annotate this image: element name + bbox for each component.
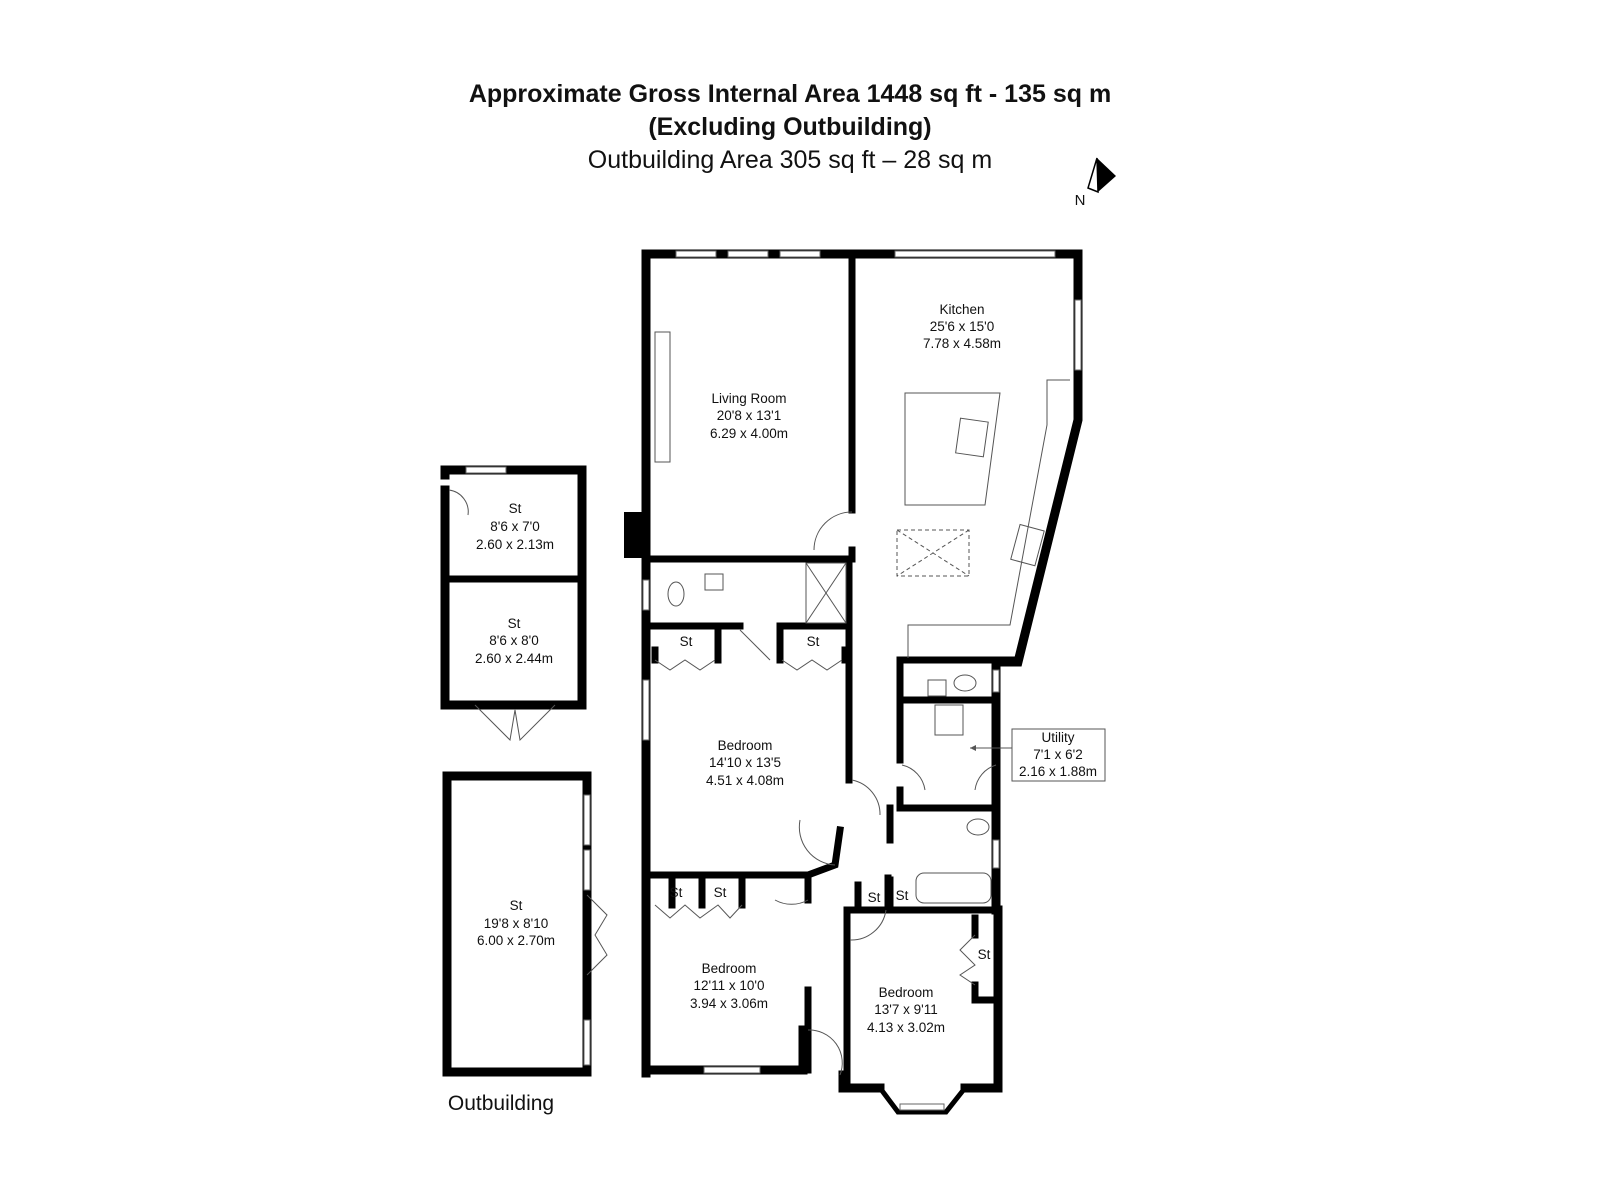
room-bedroom-3: Bedroom 13'7 x 9'11 4.13 x 3.02m bbox=[867, 985, 945, 1035]
room-bedroom-2: Bedroom 12'11 x 10'0 3.94 x 3.06m bbox=[690, 961, 768, 1011]
store-labels: St St St St St St St bbox=[670, 634, 991, 962]
store-label: St bbox=[978, 947, 991, 962]
bedroom2-imperial: 12'11 x 10'0 bbox=[694, 978, 765, 993]
bedroom1-imperial: 14'10 x 13'5 bbox=[709, 755, 781, 770]
store-label: St bbox=[680, 634, 693, 649]
title-gross-area: Approximate Gross Internal Area 1448 sq … bbox=[468, 80, 1112, 108]
out-st3-metric: 6.00 x 2.70m bbox=[477, 933, 555, 948]
bedroom2-name: Bedroom bbox=[702, 961, 757, 976]
room-utility: Utility 7'1 x 6'2 2.16 x 1.88m bbox=[970, 728, 1106, 782]
living-imperial: 20'8 x 13'1 bbox=[717, 408, 781, 423]
north-arrow-icon: N bbox=[1075, 157, 1116, 209]
room-living: Living Room 20'8 x 13'1 6.29 x 4.00m bbox=[710, 391, 788, 441]
utility-name: Utility bbox=[1042, 730, 1075, 745]
outbuilding-store-1: St 8'6 x 7'0 2.60 x 2.13m bbox=[476, 501, 554, 552]
utility-imperial: 7'1 x 6'2 bbox=[1033, 747, 1082, 762]
out-st1-name: St bbox=[509, 501, 522, 516]
bedroom3-imperial: 13'7 x 9'11 bbox=[874, 1002, 937, 1017]
outbuilding-store-2: St 8'6 x 8'0 2.60 x 2.44m bbox=[475, 616, 553, 666]
out-st2-metric: 2.60 x 2.44m bbox=[475, 651, 553, 666]
room-kitchen: Kitchen 25'6 x 15'0 7.78 x 4.58m bbox=[923, 302, 1001, 351]
title-excluding: (Excluding Outbuilding) bbox=[648, 113, 932, 141]
bedroom1-metric: 4.51 x 4.08m bbox=[706, 773, 784, 788]
kitchen-metric: 7.78 x 4.58m bbox=[923, 336, 1001, 351]
out-st1-metric: 2.60 x 2.13m bbox=[476, 537, 554, 552]
store-label: St bbox=[868, 890, 881, 905]
interior-walls bbox=[642, 250, 1022, 1092]
outbuilding-label: Outbuilding bbox=[448, 1092, 554, 1115]
outbuilding-store-3: St 19'8 x 8'10 6.00 x 2.70m bbox=[477, 898, 555, 948]
kitchen-imperial: 25'6 x 15'0 bbox=[930, 319, 994, 334]
out-st3-name: St bbox=[510, 898, 523, 913]
outbuilding-walls bbox=[440, 465, 608, 1077]
out-st2-imperial: 8'6 x 8'0 bbox=[489, 633, 538, 648]
room-bedroom-1: Bedroom 14'10 x 13'5 4.51 x 4.08m bbox=[706, 738, 784, 788]
north-label: N bbox=[1075, 192, 1086, 209]
living-name: Living Room bbox=[711, 391, 786, 406]
bedroom1-name: Bedroom bbox=[718, 738, 773, 753]
bedroom3-name: Bedroom bbox=[879, 985, 934, 1000]
kitchen-name: Kitchen bbox=[939, 302, 984, 317]
store-label: St bbox=[714, 885, 727, 900]
out-st3-imperial: 19'8 x 8'10 bbox=[484, 916, 548, 931]
living-metric: 6.29 x 4.00m bbox=[710, 426, 788, 441]
out-st2-name: St bbox=[508, 616, 521, 631]
fixtures bbox=[654, 331, 1070, 1076]
store-label: St bbox=[807, 634, 820, 649]
bedroom2-metric: 3.94 x 3.06m bbox=[690, 996, 768, 1011]
store-label: St bbox=[896, 888, 909, 903]
bedroom3-metric: 4.13 x 3.02m bbox=[867, 1020, 945, 1035]
store-label: St bbox=[670, 885, 683, 900]
title-outbuilding-area: Outbuilding Area 305 sq ft – 28 sq m bbox=[587, 146, 993, 174]
utility-metric: 2.16 x 1.88m bbox=[1019, 764, 1097, 779]
out-st1-imperial: 8'6 x 7'0 bbox=[490, 519, 539, 534]
